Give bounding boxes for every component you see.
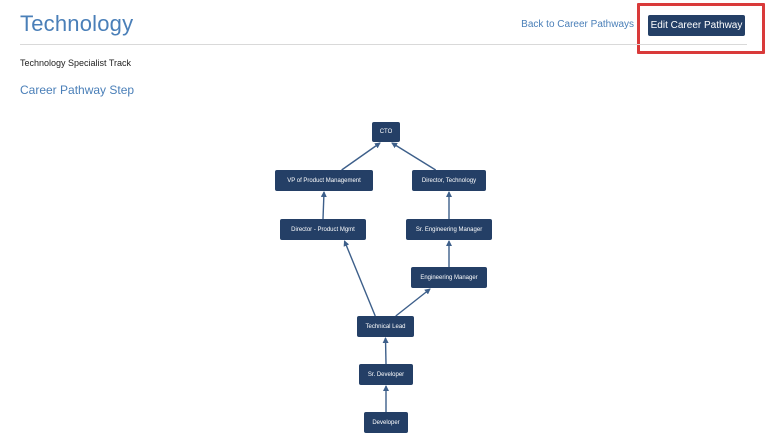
edge-technical-lead-to-director-product: [343, 240, 376, 317]
highlight-annotation-box: [637, 3, 765, 54]
pathway-node-sr-eng-manager[interactable]: Sr. Engineering Manager: [406, 219, 492, 240]
pathway-node-eng-manager[interactable]: Engineering Manager: [411, 267, 487, 288]
back-to-career-pathways-link[interactable]: Back to Career Pathways: [521, 19, 634, 30]
edit-career-pathway-button[interactable]: Edit Career Pathway: [648, 15, 745, 36]
header-divider: [20, 44, 747, 45]
track-name: Technology Specialist Track: [20, 58, 132, 68]
pathway-node-vp-product[interactable]: VP of Product Management: [275, 170, 373, 191]
edge-vp-product-to-cto: [341, 142, 381, 171]
edge-director-technology-to-cto: [391, 142, 437, 171]
pathway-node-technical-lead[interactable]: Technical Lead: [357, 316, 414, 337]
page-title: Technology: [20, 11, 134, 36]
pathway-node-developer[interactable]: Developer: [364, 412, 408, 433]
section-title: Career Pathway Step: [20, 83, 135, 97]
pathway-node-cto[interactable]: CTO: [372, 122, 400, 142]
pathway-node-director-technology[interactable]: Director, Technology: [412, 170, 486, 191]
pathway-node-sr-developer[interactable]: Sr. Developer: [359, 364, 413, 385]
edge-sr-developer-to-technical-lead: [382, 337, 389, 365]
pathway-node-director-product[interactable]: Director - Product Mgmt: [280, 219, 366, 240]
edge-director-product-to-vp-product: [320, 191, 327, 220]
edge-technical-lead-to-eng-manager: [395, 288, 431, 317]
